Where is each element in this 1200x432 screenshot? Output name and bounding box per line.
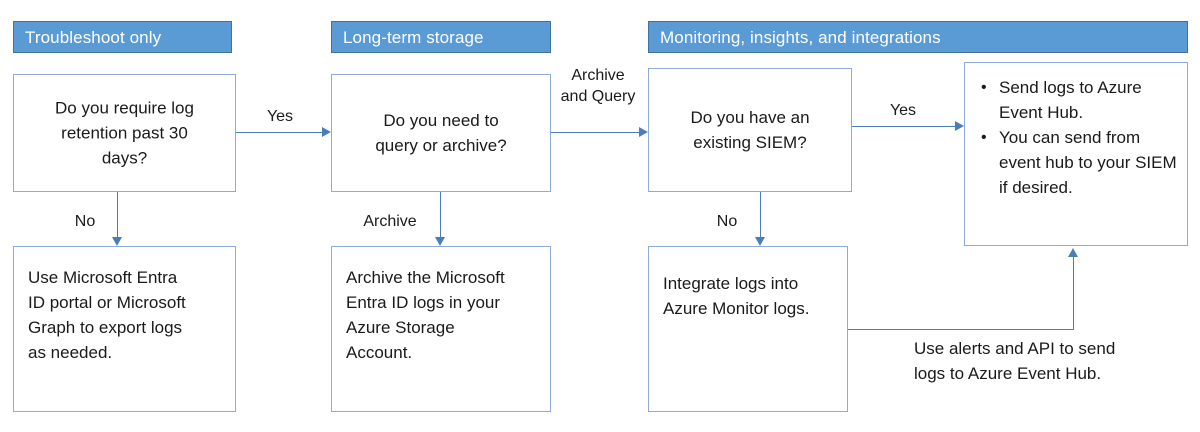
text-line: Use alerts and API to send: [914, 339, 1116, 358]
text-line: Graph to export logs: [28, 318, 183, 337]
text-line: Entra ID logs in your: [346, 293, 501, 312]
text-line: Do you need to: [383, 111, 499, 130]
decision-box-query-or-archive-text: Do you need to query or archive?: [332, 108, 550, 158]
connector-siem-to-event-hub: [852, 126, 955, 128]
arrowhead-right-icon: [955, 121, 964, 131]
text-line: Use Microsoft Entra: [28, 268, 178, 287]
arrowhead-down-icon: [755, 237, 765, 246]
action-box-entra-portal-export[interactable]: Use Microsoft Entra ID portal or Microso…: [13, 246, 236, 412]
decision-box-log-retention-text: Do you require log retention past 30 day…: [14, 96, 235, 171]
section-banner-label: Monitoring, insights, and integrations: [660, 28, 941, 47]
connector-azure-monitor-to-event-hub-riser: [1073, 257, 1075, 330]
connector-query-to-siem: [551, 132, 639, 134]
action-box-entra-portal-export-text: Use Microsoft Entra ID portal or Microso…: [14, 265, 235, 365]
edge-label-yes-to-long-term: Yes: [266, 108, 294, 125]
list-item: You can send from event hub to your SIEM…: [979, 125, 1177, 200]
arrowhead-right-icon: [639, 127, 648, 137]
arrowhead-right-icon: [322, 127, 331, 137]
event-hub-bullet-list: Send logs to Azure Event Hub. You can se…: [979, 75, 1177, 200]
edge-label-no-to-azure-monitor: No: [716, 213, 738, 230]
arrowhead-down-icon: [435, 237, 445, 246]
decision-box-existing-siem[interactable]: Do you have an existing SIEM?: [648, 68, 852, 192]
section-banner-long-term-storage: Long-term storage: [331, 21, 551, 53]
result-box-event-hub[interactable]: Send logs to Azure Event Hub. You can se…: [964, 62, 1188, 246]
edge-label-archive: Archive: [363, 213, 417, 230]
action-box-archive-storage-account-text: Archive the Microsoft Entra ID logs in y…: [332, 265, 550, 365]
text-line: days?: [101, 148, 148, 168]
text-line: ID portal or Microsoft: [28, 293, 186, 312]
text-line: Azure Storage: [346, 318, 455, 337]
section-banner-label: Troubleshoot only: [25, 28, 162, 47]
text-line: Azure Monitor logs.: [663, 299, 810, 318]
text-line: existing SIEM?: [693, 133, 807, 152]
section-banner-troubleshoot-only: Troubleshoot only: [13, 21, 232, 53]
section-banner-label: Long-term storage: [343, 28, 484, 47]
connector-retention-to-entra-portal: [117, 192, 119, 238]
decision-box-existing-siem-text: Do you have an existing SIEM?: [649, 105, 851, 155]
edge-label-archive-and-query: Archive and Query: [560, 67, 636, 105]
arrowhead-down-icon: [112, 237, 122, 246]
text-line: Do you require log: [55, 98, 194, 118]
text-line: Integrate logs into: [663, 274, 799, 293]
edge-label-no-to-entra-portal: No: [74, 213, 96, 230]
action-box-azure-monitor-logs[interactable]: Integrate logs into Azure Monitor logs.: [648, 246, 848, 412]
annotation-use-alerts-and-api: Use alerts and API to send logs to Azure…: [914, 336, 1184, 386]
arrowhead-up-icon: [1068, 248, 1078, 257]
action-box-archive-storage-account[interactable]: Archive the Microsoft Entra ID logs in y…: [331, 246, 551, 412]
connector-retention-to-query: [236, 132, 322, 134]
text-line: logs to Azure Event Hub.: [914, 364, 1102, 383]
text-line: query or archive?: [375, 136, 507, 155]
text-line: as needed.: [28, 343, 113, 362]
connector-siem-to-azure-monitor: [760, 192, 762, 238]
connector-azure-monitor-to-event-hub-horizontal: [848, 329, 1074, 331]
text-line: retention past 30: [61, 123, 188, 143]
connector-query-to-archive-storage: [440, 192, 442, 238]
text-line: Archive the Microsoft: [346, 268, 505, 287]
decision-box-query-or-archive[interactable]: Do you need to query or archive?: [331, 74, 551, 192]
text-line: Do you have an: [690, 108, 810, 127]
edge-label-yes-to-event-hub: Yes: [889, 102, 917, 119]
action-box-azure-monitor-logs-text: Integrate logs into Azure Monitor logs.: [649, 271, 847, 321]
section-banner-monitoring-insights-integrations: Monitoring, insights, and integrations: [648, 21, 1188, 53]
list-item: Send logs to Azure Event Hub.: [979, 75, 1177, 125]
text-line: Account.: [346, 343, 413, 362]
decision-box-log-retention[interactable]: Do you require log retention past 30 day…: [13, 74, 236, 192]
